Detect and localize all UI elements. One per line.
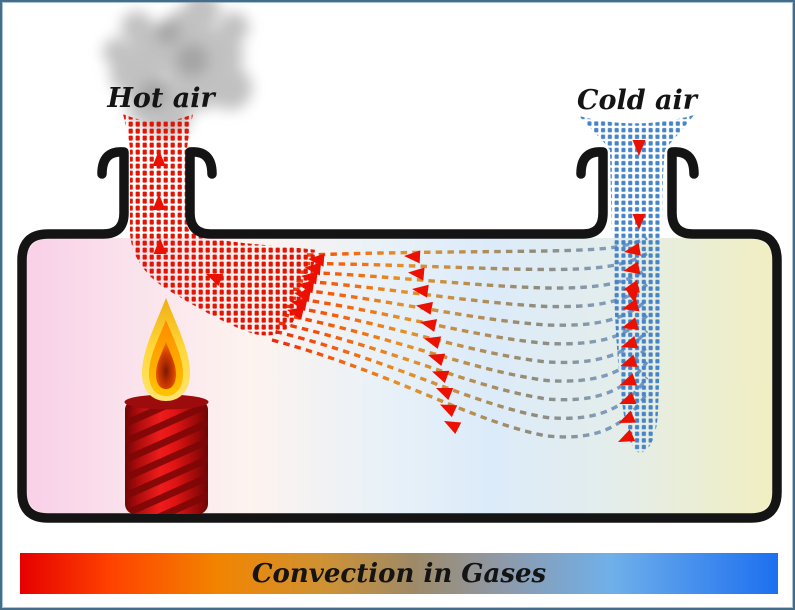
box-top-wall [185, 147, 608, 239]
flow-line [292, 287, 649, 327]
flame-icon [142, 298, 190, 401]
cold-air-label: Cold air [577, 85, 699, 116]
container-box [17, 147, 782, 523]
candle-icon [124, 298, 209, 514]
flow-line [285, 304, 649, 365]
hot-air-stream [123, 114, 317, 336]
box-outline [17, 147, 782, 523]
flow-line [271, 338, 649, 439]
hot-air-label: Hot air [106, 83, 216, 114]
diagram-title: Convection in Gases [252, 559, 547, 589]
smoke-cloud-shadow [140, 20, 208, 108]
flow-line [296, 278, 649, 309]
candle-rim [124, 394, 209, 410]
flow-line [275, 329, 649, 420]
flow-line [282, 312, 649, 383]
flow-line [289, 295, 649, 346]
title-bar: Convection in Gases [20, 553, 778, 594]
flow-line [278, 321, 649, 402]
